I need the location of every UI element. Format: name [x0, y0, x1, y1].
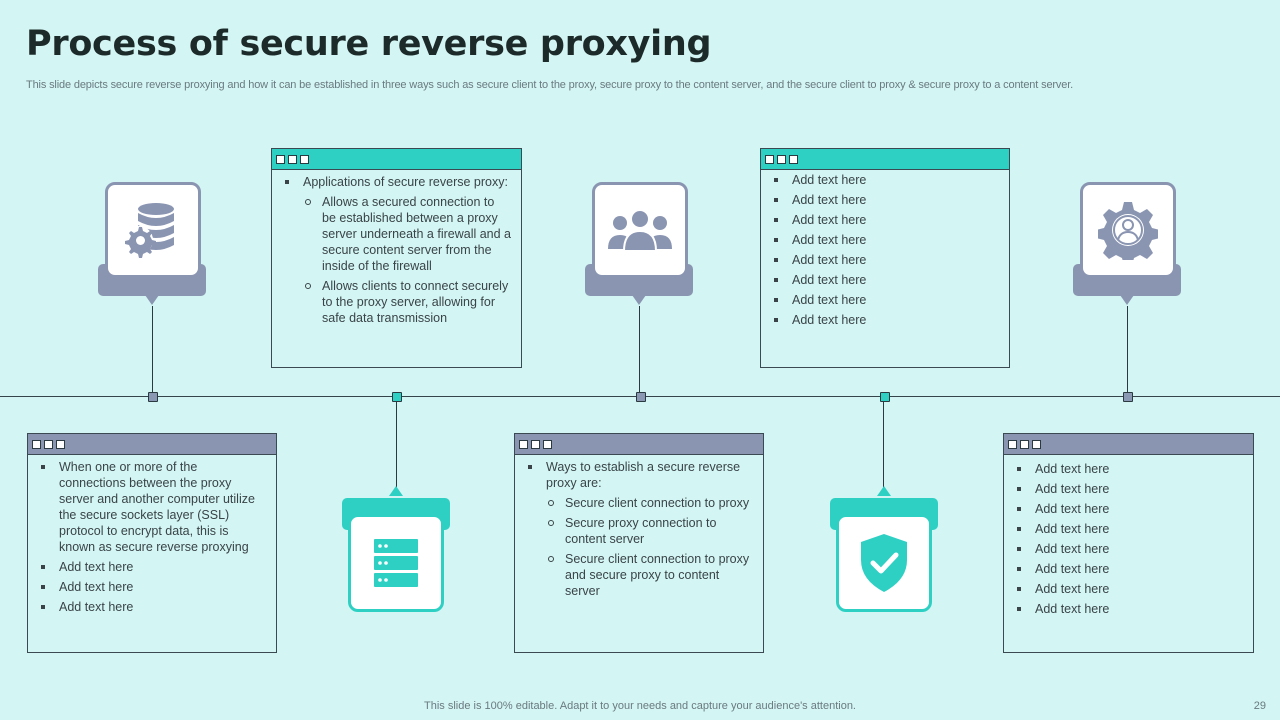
card-bullet: Add text here	[38, 599, 266, 615]
info-card-ways: Ways to establish a secure reverse proxy…	[514, 433, 764, 653]
server-rack-icon	[348, 514, 444, 612]
card-subbullet: Secure client connection to proxy	[546, 495, 753, 511]
card-subbullet: Secure proxy connection to content serve…	[546, 515, 753, 547]
timeline-marker	[880, 392, 890, 402]
pin-settings-user	[1073, 182, 1181, 308]
page-subtitle: This slide depicts secure reverse proxyi…	[26, 79, 1074, 91]
card-titlebar	[1004, 434, 1253, 455]
timeline-marker	[148, 392, 158, 402]
info-card-ssl: When one or more of the connections betw…	[27, 433, 277, 653]
card-bullet: Add text here	[1014, 601, 1243, 617]
timeline-marker	[392, 392, 402, 402]
card-bullet: Add text here	[771, 292, 999, 308]
page-title: Process of secure reverse proxying	[26, 24, 712, 64]
card-bullet: Add text here	[1014, 481, 1243, 497]
card-bullet: Add text here	[1014, 461, 1243, 477]
card-bullet: Add text here	[1014, 561, 1243, 577]
shield-check-icon	[836, 514, 932, 612]
pin-server	[342, 486, 450, 612]
card-subbullet: Allows clients to connect securely to th…	[303, 278, 511, 326]
card-bullet: Add text here	[1014, 581, 1243, 597]
card-bullet: When one or more of the connections betw…	[38, 459, 266, 555]
card-bullet: Add text here	[38, 559, 266, 575]
card-titlebar	[761, 149, 1009, 170]
card-bullet: Add text here	[1014, 501, 1243, 517]
timeline-marker	[636, 392, 646, 402]
pin-users	[585, 182, 693, 308]
connector-line	[883, 402, 884, 488]
pin-database	[98, 182, 206, 308]
card-bullet: Add text here	[1014, 521, 1243, 537]
info-card-placeholder-top: Add text here Add text here Add text her…	[760, 148, 1010, 368]
connector-line	[152, 306, 153, 392]
page-number: 29	[1253, 700, 1266, 712]
card-bullet: Add text here	[771, 212, 999, 228]
footer-note: This slide is 100% editable. Adapt it to…	[424, 700, 856, 712]
user-group-icon	[592, 182, 688, 278]
gear-user-icon	[1080, 182, 1176, 278]
card-subbullet: Allows a secured connection to be establ…	[303, 194, 511, 274]
connector-line	[396, 402, 397, 488]
info-card-placeholder-bottom: Add text here Add text here Add text her…	[1003, 433, 1254, 653]
card-bullet: Add text here	[771, 232, 999, 248]
database-gear-icon	[105, 182, 201, 278]
card-titlebar	[515, 434, 763, 455]
pin-shield	[830, 486, 938, 612]
card-bullet: Add text here	[771, 312, 999, 328]
info-card-applications: Applications of secure reverse proxy: Al…	[271, 148, 522, 368]
connector-line	[639, 306, 640, 392]
card-bullet: Add text here	[771, 192, 999, 208]
card-bullet: Add text here	[771, 252, 999, 268]
card-bullet: Add text here	[1014, 541, 1243, 557]
card-bullet: Add text here	[771, 272, 999, 288]
connector-line	[1127, 306, 1128, 392]
card-bullet: Add text here	[38, 579, 266, 595]
timeline-marker	[1123, 392, 1133, 402]
card-titlebar	[272, 149, 521, 170]
card-bullet: Applications of secure reverse proxy:	[303, 175, 508, 189]
card-titlebar	[28, 434, 276, 455]
card-subbullet: Secure client connection to proxy and se…	[546, 551, 753, 599]
card-bullet: Add text here	[771, 172, 999, 188]
card-bullet: Ways to establish a secure reverse proxy…	[546, 460, 741, 490]
